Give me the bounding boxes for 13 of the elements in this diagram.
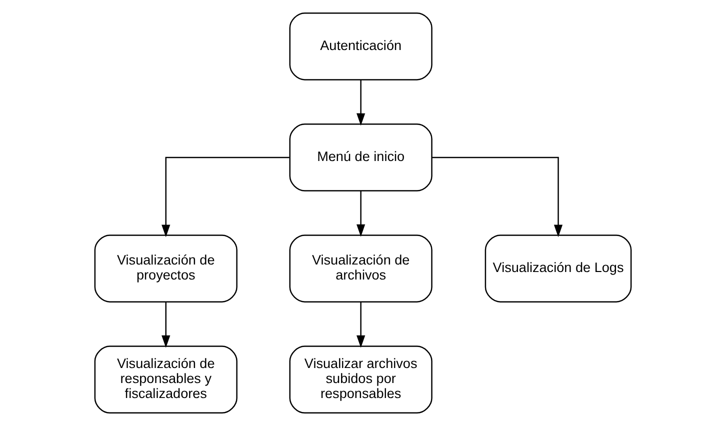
node-box: Visualización de archivos: [288, 234, 432, 302]
arrow: [161, 302, 170, 348]
arrow: [356, 190, 365, 237]
node-box: Visualizar archivos subidos por responsables: [288, 346, 432, 414]
arrow: [356, 80, 365, 126]
arrow: [432, 156, 562, 238]
node-box: Visualización de responsables y fiscalizadores: [94, 346, 237, 414]
node-box: Autenticación: [288, 12, 432, 80]
node-box: Visualización de Logs: [484, 234, 632, 302]
node-box: Menú de inicio: [288, 124, 432, 192]
arrow: [356, 302, 365, 348]
arrow: [161, 156, 289, 238]
node-box: Visualización de proyectos: [94, 234, 237, 302]
